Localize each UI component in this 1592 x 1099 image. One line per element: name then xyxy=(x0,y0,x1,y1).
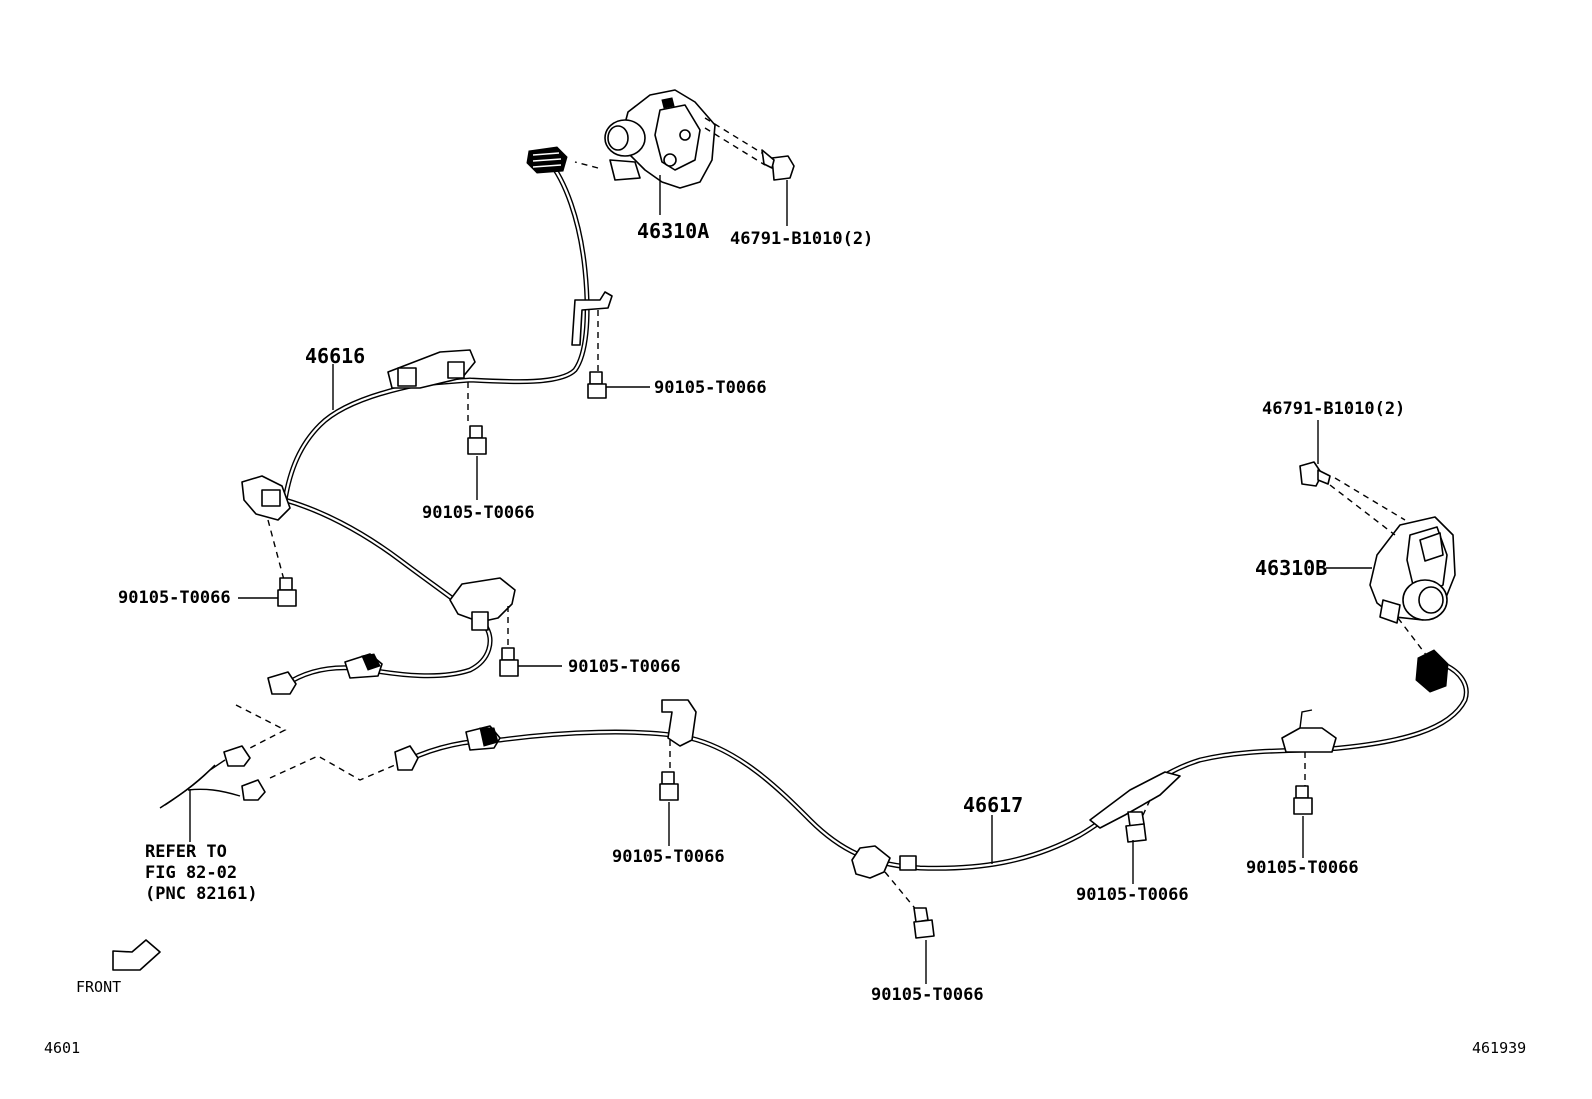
label-46310A: 46310A xyxy=(637,219,709,243)
bracket-clip-icon[interactable] xyxy=(571,291,613,346)
front-arrow-icon xyxy=(112,939,161,971)
label-46791-top: 46791-B1010(2) xyxy=(730,229,873,249)
bolt-icon[interactable] xyxy=(913,907,935,939)
label-46310B: 46310B xyxy=(1255,556,1327,580)
label-bolt-a: 90105-T0066 xyxy=(654,378,767,398)
label-bolt-g: 90105-T0066 xyxy=(1076,885,1189,905)
label-bolt-c: 90105-T0066 xyxy=(118,588,231,608)
bolt-icon[interactable] xyxy=(659,771,679,801)
label-bolt-d: 90105-T0066 xyxy=(568,657,681,677)
bracket-clip-icon[interactable] xyxy=(851,845,917,879)
connector-plug-icon[interactable] xyxy=(1415,649,1449,693)
bolt-icon[interactable] xyxy=(277,577,297,607)
actuator-motor-icon[interactable] xyxy=(1369,516,1456,624)
bolt-icon[interactable] xyxy=(499,647,519,677)
connector-plug-icon[interactable] xyxy=(267,671,297,695)
bracket-clip-icon[interactable] xyxy=(241,475,291,521)
cable-46617[interactable] xyxy=(405,662,1469,871)
connector-plug-icon[interactable] xyxy=(159,745,266,809)
bolt-icon[interactable] xyxy=(1299,461,1331,487)
actuator-motor-icon[interactable] xyxy=(604,89,716,189)
front-label: FRONT xyxy=(76,978,121,996)
bolt-icon[interactable] xyxy=(1125,811,1147,843)
connector-plug-icon[interactable] xyxy=(465,725,501,751)
label-46616: 46616 xyxy=(305,344,365,368)
bracket-clip-icon[interactable] xyxy=(1281,709,1337,753)
label-bolt-b: 90105-T0066 xyxy=(422,503,535,523)
connector-plug-icon[interactable] xyxy=(344,653,383,679)
bolt-icon[interactable] xyxy=(467,425,487,455)
bolt-icon[interactable] xyxy=(761,149,795,181)
bracket-clip-icon[interactable] xyxy=(449,577,516,631)
bracket-clip-icon[interactable] xyxy=(1089,771,1181,829)
bolt-icon[interactable] xyxy=(1293,785,1313,815)
bolt-icon[interactable] xyxy=(587,371,607,399)
footer-right-code: 461939 xyxy=(1472,1039,1526,1057)
label-46791-right: 46791-B1010(2) xyxy=(1262,399,1405,419)
cable-46616[interactable] xyxy=(282,157,590,688)
refer-line-3: (PNC 82161) xyxy=(145,884,258,904)
refer-line-1: REFER TO xyxy=(145,842,227,862)
label-bolt-e: 90105-T0066 xyxy=(612,847,725,867)
label-bolt-f: 90105-T0066 xyxy=(1246,858,1359,878)
label-46617: 46617 xyxy=(963,793,1023,817)
footer-left-code: 4601 xyxy=(44,1039,80,1057)
bracket-clip-icon[interactable] xyxy=(661,699,697,747)
refer-line-2: FIG 82-02 xyxy=(145,863,237,883)
label-bolt-h: 90105-T0066 xyxy=(871,985,984,1005)
connector-plug-icon[interactable] xyxy=(394,745,419,771)
connector-plug-icon[interactable] xyxy=(526,146,568,174)
bracket-clip-icon[interactable] xyxy=(387,349,476,389)
